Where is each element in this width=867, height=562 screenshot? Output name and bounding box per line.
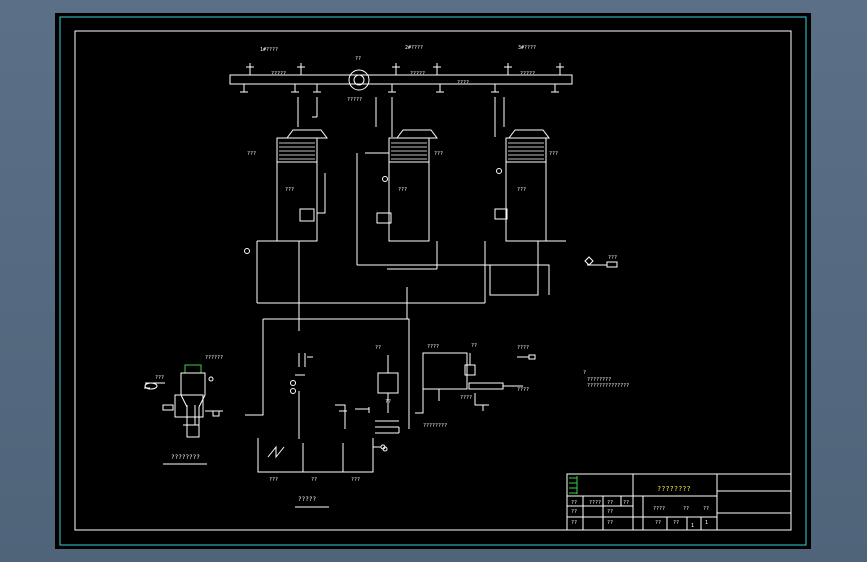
fan-icon — [348, 69, 370, 91]
notes-line-1: ???????? — [587, 377, 611, 383]
duct-label: ???? — [457, 80, 469, 86]
pipe-label-3: ????? — [520, 71, 535, 77]
col-label-2: ?? — [607, 500, 613, 506]
tower-3-inner-label: ??? — [517, 187, 526, 193]
tower-2-side-label: ??? — [434, 151, 443, 157]
outlet-box — [606, 261, 618, 268]
tank-caption: ????? — [298, 496, 316, 503]
sheet-value: ?? — [673, 520, 679, 526]
tank-label-1: ??? — [269, 477, 278, 483]
notes-line-2: ?????????????? — [587, 383, 629, 389]
tank-label-2: ?? — [311, 477, 317, 483]
filter-top: ?? — [471, 343, 477, 349]
value-2: ???? — [653, 506, 665, 512]
dosing-unit: ?????? ??? ???????? — [144, 355, 223, 465]
filter-right: ???? — [517, 345, 529, 351]
dosing-top-label: ?????? — [205, 355, 223, 361]
circulation-tank: ??? ?? ??? ????? — [257, 353, 386, 508]
scrubber-tower-1: ??? ??? — [247, 97, 328, 242]
filter-system: ???? ?? ???? ???? ???????? ???? — [415, 343, 536, 429]
pipe-label-1: ????? — [271, 71, 286, 77]
right-outlet-label: ??? — [608, 255, 617, 261]
main-duct: ?? ????? ???? ????? ????? ????? — [229, 56, 573, 103]
col-label-1: ???? — [589, 500, 601, 506]
value-3: ?? — [683, 506, 689, 512]
inner-frame — [74, 30, 792, 531]
row-label-1: ?? — [571, 500, 577, 506]
tower-2-tag: 2#???? — [405, 45, 423, 51]
filter-side: ???? — [517, 387, 529, 393]
count-value: 1 — [691, 523, 694, 529]
valve-left-icon — [244, 248, 250, 254]
notes-title: ? — [583, 370, 586, 376]
small-tank-top: ?? — [375, 345, 381, 351]
value-4: ?? — [703, 506, 709, 512]
tower-1-inner-label: ??? — [285, 187, 294, 193]
scrubber-tower-2: ??? ??? — [375, 97, 443, 242]
pipe-label-2: ????? — [410, 71, 425, 77]
sheets-value: 1 — [705, 520, 708, 526]
row-label-2: ?? — [571, 509, 577, 515]
tank-label-3: ??? — [351, 477, 360, 483]
row-label-3: ?? — [571, 520, 577, 526]
tower-3-tag: 3#???? — [518, 45, 536, 51]
tower-2-inner-label: ??? — [398, 187, 407, 193]
tower-1-tag: 1#???? — [260, 47, 278, 53]
filter-pump: ???? — [460, 395, 472, 401]
filter-bottom: ???????? — [423, 423, 447, 429]
scale-value: ?? — [655, 520, 661, 526]
scrubber-tower-3: ??? ??? — [494, 97, 558, 242]
filter-label: ???? — [427, 344, 439, 350]
small-tank: ?? ?? — [375, 345, 400, 452]
dosing-unit-caption: ???????? — [171, 454, 200, 461]
drawing-sheet[interactable]: ?? ????? ???? ????? ????? ????? — [55, 13, 811, 549]
pipe-network — [245, 152, 607, 429]
col-label-3: ?? — [623, 500, 629, 506]
tower-3-side-label: ??? — [549, 151, 558, 157]
value-1: ?? — [607, 509, 613, 515]
drawing-title: ???????? — [657, 485, 691, 493]
dosing-left-label: ??? — [155, 375, 164, 381]
outer-frame — [59, 16, 807, 546]
process-flow-diagram: ?? ????? ???? ????? ????? ????? — [59, 16, 807, 546]
fan-label: ?? — [355, 56, 361, 62]
valve-right-icon — [584, 256, 594, 266]
title-block: ???????? ?? ?? ?? ???? ?? ?? ?? ???? ?? … — [566, 473, 792, 531]
value-5: ?? — [607, 520, 613, 526]
fan-caption: ????? — [347, 97, 362, 103]
tower-1-side-label: ??? — [247, 151, 256, 157]
